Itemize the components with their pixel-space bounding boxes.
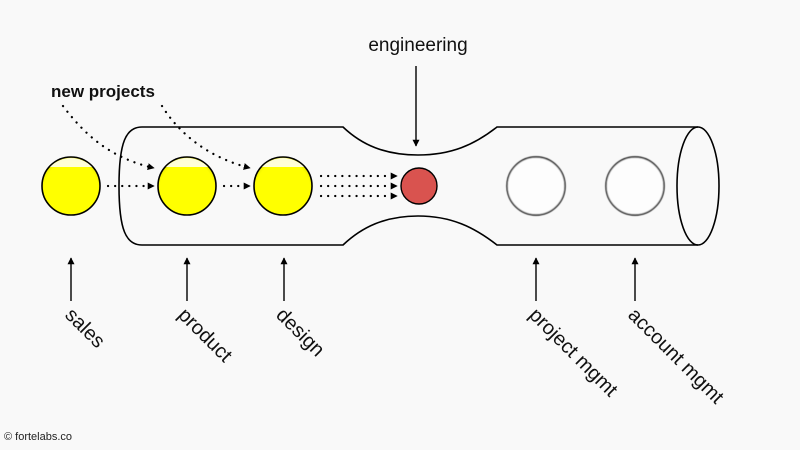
stage-bubble-sales	[41, 156, 101, 216]
stage-bubble-account-mgmt	[605, 156, 665, 216]
sales-label: sales	[60, 304, 109, 353]
product-label: product	[173, 304, 236, 367]
pipe-body-outline	[118, 126, 698, 246]
flow-arrows	[61, 104, 399, 200]
stage-bubble-product	[157, 156, 217, 216]
design-label: design	[271, 304, 328, 361]
account-mgmt-label: account mgmt	[623, 304, 728, 409]
flow-new-projects-to-product	[61, 104, 156, 171]
copyright-footer: © fortelabs.co	[4, 431, 73, 443]
pipe-end-opening	[676, 126, 720, 246]
project-mgmt-label: project mgmt	[524, 304, 622, 402]
engineering-label: engineering	[368, 35, 467, 56]
stage-pointer-arrows	[67, 257, 639, 301]
stage-bubble-design	[253, 156, 313, 216]
new-projects-label: new projects	[51, 82, 155, 101]
pipe	[118, 126, 720, 246]
stage-bubble-engineering	[400, 167, 438, 205]
stage-bubble-project-mgmt	[506, 156, 566, 216]
